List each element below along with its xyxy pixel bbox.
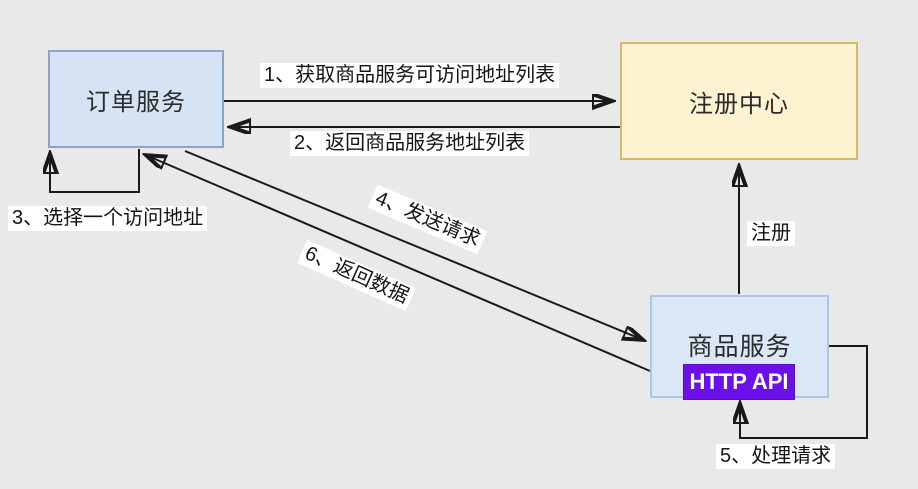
edge-handle-request-loop: [740, 345, 868, 439]
product-service-label: 商品服务: [687, 333, 792, 361]
http-api-badge: HTTP API: [683, 364, 795, 400]
edge-choose-address-loop: [50, 149, 140, 193]
edge-label-get-address-list: 1、获取商品服务可访问地址列表: [260, 63, 560, 88]
http-api-label: HTTP API: [689, 369, 789, 394]
edge-return-data-line: [148, 156, 651, 372]
edge-label-handle-request: 5、处理请求: [716, 444, 836, 469]
node-registry: 注册中心: [620, 42, 858, 160]
edge-label-register: 注册: [747, 221, 795, 246]
edge-label-return-address-list: 2、返回商品服务地址列表: [290, 131, 530, 156]
node-order-service: 订单服务: [48, 50, 224, 148]
edge-send-request-line: [184, 150, 641, 339]
order-service-label: 订单服务: [86, 88, 186, 116]
edge-label-choose-address: 3、选择一个访问地址: [8, 206, 208, 231]
registry-label: 注册中心: [689, 90, 789, 118]
